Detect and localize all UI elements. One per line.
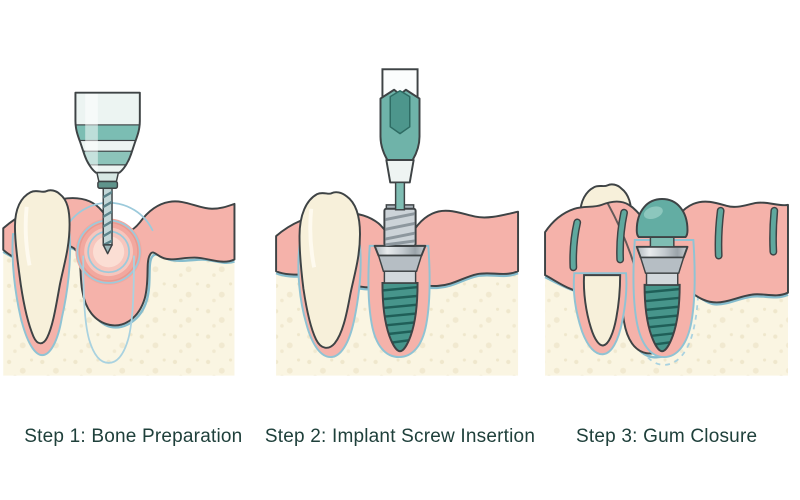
- implant-socket-dashed-guide: [628, 243, 699, 366]
- step-panel-implant-insertion: Step 2: Implant Screw Insertion: [264, 0, 536, 448]
- step-caption: Step 2: Implant Screw Insertion: [264, 426, 536, 447]
- implant-insertion-illustration: [275, 68, 520, 376]
- healing-cap-dome: [635, 198, 689, 239]
- dental-drill-handpiece: [74, 91, 142, 255]
- drill-chuck: [97, 180, 119, 190]
- implant-collar-mid: [639, 256, 685, 274]
- implant-with-healing-cap: [635, 198, 689, 353]
- driver-grip-hex-facet: [389, 90, 411, 135]
- driver-tip: [385, 159, 415, 184]
- gum-closure-illustration: [543, 183, 789, 376]
- step-caption: Step 1: Bone Preparation: [24, 426, 243, 447]
- healing-cap-highlight: [643, 206, 663, 220]
- step-caption: Step 3: Gum Closure: [576, 426, 758, 447]
- driver-rod: [394, 181, 406, 211]
- implant-collar-mid: [377, 254, 423, 272]
- implant-driver-tool: [379, 68, 421, 211]
- step-panel-bone-preparation: Step 1: Bone Preparation: [0, 0, 267, 448]
- tooth-socket-ligament: [572, 272, 627, 356]
- drill-neck: [96, 171, 120, 183]
- abutment-screw-thread: [383, 204, 417, 247]
- planned-implant-outline-guide: [82, 255, 136, 364]
- step-panel-gum-closure: Step 3: Gum Closure: [533, 0, 800, 448]
- sutures: [568, 206, 778, 272]
- natural-tooth: [298, 191, 361, 349]
- bone-preparation-illustration: [2, 91, 236, 376]
- implant-screw: [373, 204, 427, 353]
- healing-cap-neck: [649, 236, 675, 248]
- natural-tooth-root: [582, 274, 621, 347]
- implant-collar-flange: [373, 244, 427, 257]
- three-step-diagram: Step 1: Bone Preparation: [0, 0, 800, 448]
- implant-collar-flange: [635, 245, 689, 259]
- implant-collar-band: [383, 270, 417, 284]
- pilot-drill-bit: [102, 187, 114, 255]
- implant-collar-band: [645, 272, 679, 286]
- natural-tooth: [14, 189, 71, 345]
